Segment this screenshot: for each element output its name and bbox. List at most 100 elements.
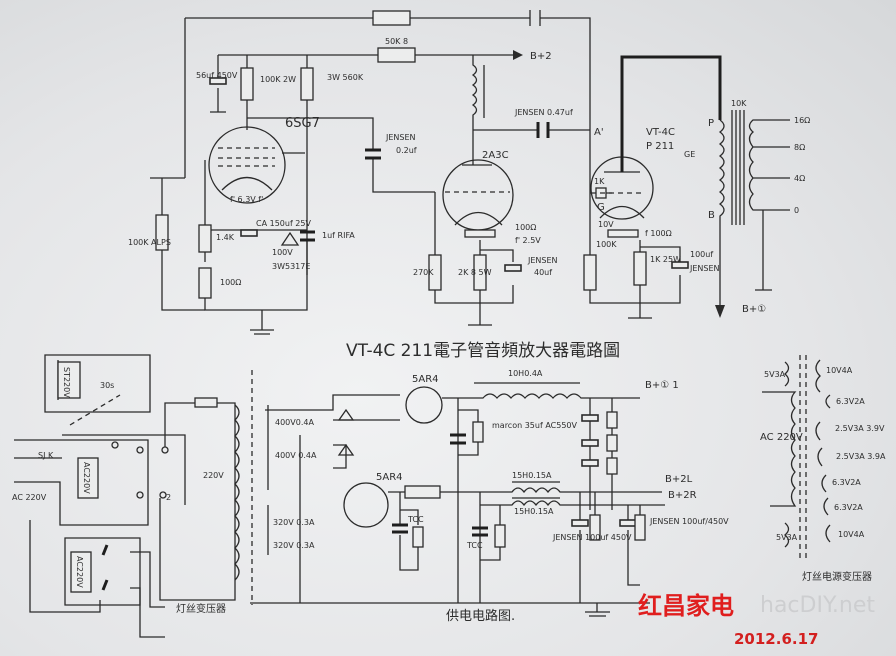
ft-w1: 10V4A bbox=[826, 366, 853, 375]
feedback-resistor bbox=[372, 10, 411, 26]
zener-diode bbox=[280, 231, 300, 246]
resistor-560k-label: 3W 560K bbox=[327, 73, 364, 82]
resistor-r bbox=[634, 514, 646, 541]
tube-2a3c bbox=[442, 159, 514, 231]
relay1-label: AC220V bbox=[82, 462, 91, 494]
to-filament-label: 灯丝变压器 bbox=[176, 602, 226, 615]
zener-label: 3W5317E bbox=[272, 262, 310, 271]
resistor-50k bbox=[377, 47, 416, 63]
series-res-2 bbox=[606, 434, 618, 452]
switch-contact-2[interactable] bbox=[136, 491, 144, 499]
cap-1uf-label: 1uf RIFA bbox=[322, 231, 355, 240]
series-res-1 bbox=[606, 411, 618, 429]
relay2-contacts bbox=[101, 544, 109, 591]
cap-1uf-rifa bbox=[300, 230, 315, 242]
pot-label: 100K ALPS bbox=[128, 238, 171, 247]
tube-6sg7 bbox=[208, 126, 286, 204]
resistor-l bbox=[589, 514, 601, 541]
fuse bbox=[194, 397, 218, 408]
power-supply-circuit: 400V0.4A 400V 0.4A 320V 0.3A 320V 0.3A 5… bbox=[250, 369, 729, 624]
b2l-label: B+2L bbox=[665, 474, 693, 485]
ft-primary-ac: AC 220V bbox=[760, 432, 803, 443]
ot-tap-4: 4Ω bbox=[794, 174, 805, 183]
contact-dot-3 bbox=[159, 491, 167, 499]
coupling-cap-0.47uf bbox=[536, 122, 550, 138]
ft-w4: 2.5V3A 3.9A bbox=[836, 452, 886, 461]
cap-100uf-value: 100uf bbox=[690, 250, 713, 259]
ft-w6: 6.3V2A bbox=[834, 503, 863, 512]
resistor-cathode-label: 1K 25W bbox=[650, 255, 681, 264]
winding-400v-1: 400V0.4A bbox=[275, 418, 314, 427]
bleeder-resistor-1 bbox=[472, 421, 484, 443]
tube-vt4c-sublabel: P 211 bbox=[646, 141, 674, 152]
resistor-cathode-1k bbox=[633, 251, 647, 286]
resistor-grid-label: 1K bbox=[594, 177, 605, 186]
cap-100uf bbox=[671, 261, 689, 269]
amplifier-circuit: 50K 8 B+2 56uf 450V 100K 2W 3W 560K JENS… bbox=[128, 10, 810, 335]
site-watermark: hacDIY.net bbox=[760, 593, 875, 618]
hum-resistor-label: 100Ω bbox=[515, 223, 536, 232]
coupling-cap-0.2uf bbox=[365, 148, 381, 160]
cap-56uf bbox=[209, 77, 227, 85]
resistor-270k-label: 270K bbox=[413, 268, 434, 277]
resistor-tcc-1 bbox=[412, 526, 424, 548]
b2-arrow-icon bbox=[513, 50, 523, 60]
relay-delay-label: ST220V bbox=[62, 367, 71, 398]
cap-marcon-label: marcon 35uf AC550V bbox=[492, 421, 578, 430]
cap-r-label: JENSEN 100uf/450V bbox=[649, 517, 729, 526]
winding-320v-2: 320V 0.3A bbox=[273, 541, 315, 550]
ft-5v3a-2: 5V3A bbox=[776, 533, 798, 542]
b0-label: B+① bbox=[742, 304, 766, 315]
coupling-cap-brand: JENSEN bbox=[385, 133, 416, 142]
grid-label: G bbox=[597, 202, 605, 213]
diagram-title: VT-4C 211電子管音頻放大器電路圖 bbox=[346, 341, 620, 361]
cap-56uf-label: 56uf 450V bbox=[196, 71, 238, 80]
cap-tcc-2 bbox=[472, 526, 488, 537]
control-circuit: ST220V 30s AC220V SJ K AC 220V 2 220V AC… bbox=[12, 354, 240, 638]
resistor-100ohm bbox=[198, 267, 212, 299]
series-cap-2 bbox=[581, 439, 599, 447]
tube-6sg7-label: 6SG7 bbox=[285, 116, 320, 131]
tcc2-label: TCC bbox=[466, 541, 483, 550]
cap-jensen-l bbox=[571, 519, 589, 527]
relay2-label: AC220V bbox=[75, 556, 84, 588]
brand-watermark: 红昌家电 bbox=[638, 592, 734, 620]
delay-time-label: 30s bbox=[100, 381, 114, 390]
contact-dot-1 bbox=[136, 446, 144, 454]
cap-l-label: JENSEN 100uf 450V bbox=[552, 533, 632, 542]
resistor-1.4k-label: 1.4K bbox=[216, 233, 235, 242]
switch-contact-1[interactable] bbox=[111, 441, 119, 449]
resistor-1.4k bbox=[198, 224, 212, 253]
tcc1-label: TCC bbox=[407, 515, 424, 524]
resistor-50k-label: 50K 8 bbox=[385, 37, 408, 46]
ot-tap-0: 0 bbox=[794, 206, 799, 215]
contact-label-2: 2 bbox=[166, 493, 171, 502]
ft-w3: 2.5V3A 3.9V bbox=[835, 424, 885, 433]
resistor-100ohm-label: 100Ω bbox=[220, 278, 241, 287]
b2r-label: B+2R bbox=[668, 490, 697, 501]
choke2-label: 15H0.15A bbox=[512, 471, 552, 480]
ft-5v3a-1: 5V3A bbox=[764, 370, 786, 379]
heater3-resistor-label: f 100Ω bbox=[645, 229, 672, 238]
resistor-2k bbox=[473, 254, 487, 291]
diodes bbox=[337, 408, 355, 456]
coupling-cap2-label: JENSEN 0.47uf bbox=[514, 108, 573, 117]
resistor-270k bbox=[428, 254, 442, 291]
resistor-grid-leak bbox=[583, 254, 597, 291]
volume-pot[interactable] bbox=[155, 214, 169, 251]
heater1-label: f' 6.3V f' bbox=[230, 195, 263, 204]
series-cap-3 bbox=[581, 459, 599, 467]
cap-40uf-value: 40uf bbox=[534, 268, 552, 277]
tube-vt4c-label: VT-4C bbox=[646, 127, 675, 138]
heater3-pot-label: 100K bbox=[596, 240, 617, 249]
relay-delay bbox=[57, 361, 81, 399]
rectifier1-label: 5AR4 bbox=[412, 374, 439, 385]
cap-cathode1-label: CA 150uf 25V bbox=[256, 219, 311, 228]
cap-tcc-1 bbox=[392, 523, 408, 534]
power-supply-title: 供电电路图. bbox=[446, 608, 515, 624]
ft-w5: 6.3V2A bbox=[832, 478, 861, 487]
ot-primary-b: B bbox=[708, 210, 715, 221]
resistor-series bbox=[404, 485, 441, 499]
